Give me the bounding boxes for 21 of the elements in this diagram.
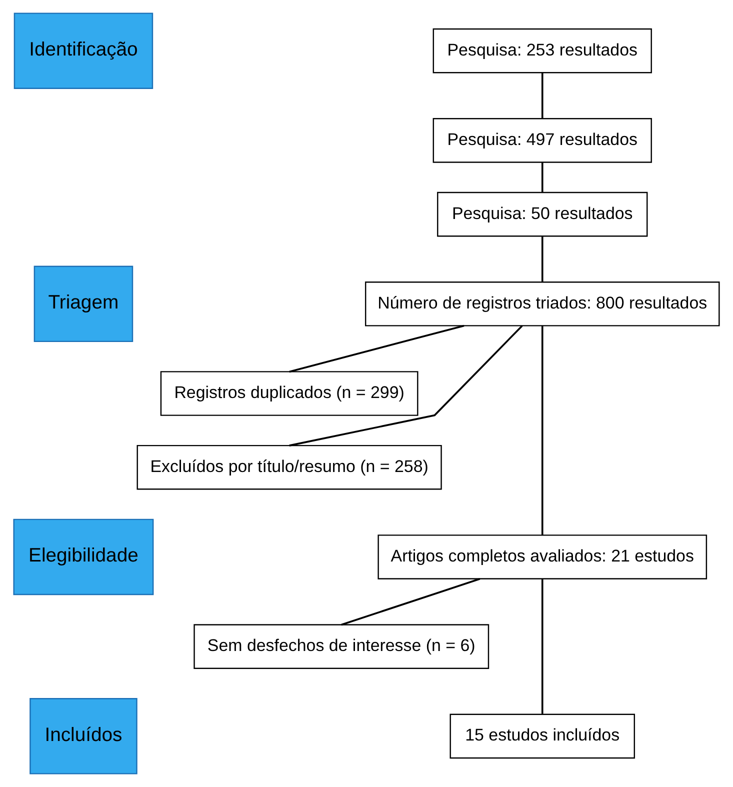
node-box: Artigos completos avaliados: 21 estudos [378,534,708,580]
node-box: Pesquisa: 253 resultados [432,28,652,74]
connector [541,578,544,714]
connector [289,324,464,373]
connector [541,72,544,118]
node-box: Identificação [14,12,154,89]
connector [289,325,523,446]
connector [541,162,544,192]
node-box: Excluídos por título/resumo (n = 258) [136,444,442,490]
node-box: Registros duplicados (n = 299) [160,371,418,416]
connector [341,578,480,626]
node-box: Sem desfechos de interesse (n = 6) [194,624,490,669]
node-box: Elegibilidade [13,518,154,596]
node-box: Número de registros triados: 800 resultados [364,282,720,326]
node-box: Pesquisa: 497 resultados [432,118,652,163]
node-box: 15 estudos incluídos [450,714,635,759]
node-box: Triagem [34,266,134,342]
node-box: Pesquisa: 50 resultados [437,192,648,237]
connector [541,326,544,536]
connector [541,236,544,282]
node-box: Incluídos [30,698,138,774]
